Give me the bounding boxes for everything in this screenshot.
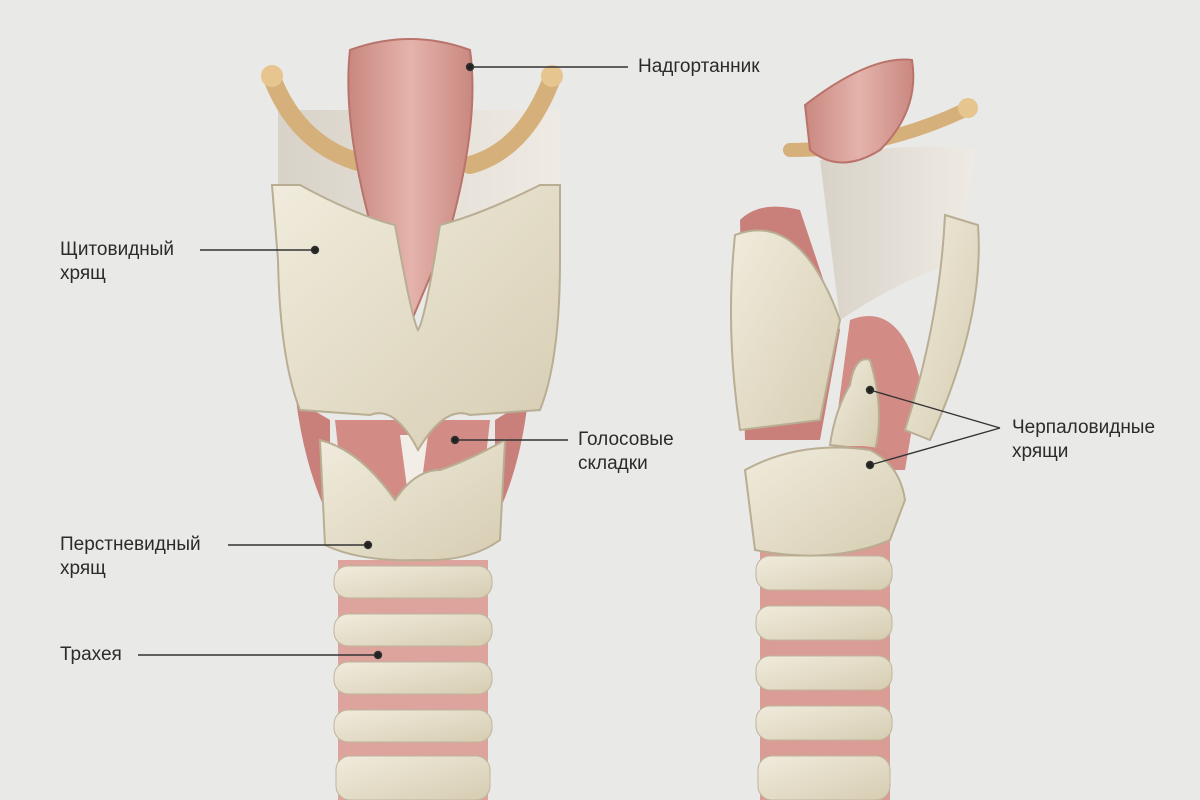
cricoid-cartilage <box>318 438 507 562</box>
label-trachea: Трахея <box>60 644 122 665</box>
leader-arytenoid-lower-dot <box>865 460 875 470</box>
label-arytenoid-cartilages: Черпаловидные хрящи <box>1012 417 1156 462</box>
arytenoid-cartilage <box>828 358 880 452</box>
label-thyroid-cartilage: Щитовидный хрящ <box>60 239 175 284</box>
leader-vocal-folds-dot <box>450 435 460 445</box>
leader-arytenoid-upper <box>869 389 1001 429</box>
leader-cricoid-dot <box>363 540 373 550</box>
label-epiglottis: Надгортанник <box>638 56 760 77</box>
label-cricoid-cartilage: Перстневидный хрящ <box>60 534 201 579</box>
left-horn <box>263 69 379 174</box>
thyroid-cartilage <box>270 184 561 453</box>
side-membrane <box>820 146 975 320</box>
leader-lines <box>138 62 1001 660</box>
right-horn <box>461 69 561 174</box>
side-trachea <box>755 540 893 800</box>
side-epiglottis <box>803 58 915 164</box>
front-trachea <box>333 560 493 800</box>
side-cricoid <box>743 446 907 557</box>
label-vocal-folds: Голосовые складки <box>578 429 674 474</box>
leader-arytenoid-lower <box>869 427 1001 466</box>
front-view <box>261 38 563 800</box>
leader-epiglottis-dot <box>465 62 475 72</box>
side-posterior-frame <box>903 213 980 442</box>
leader-trachea-dot <box>373 650 383 660</box>
side-thyroid-plate <box>730 229 842 432</box>
side-horn-tip <box>958 98 978 118</box>
leader-arytenoid-upper-dot <box>865 385 875 395</box>
right-horn-tip <box>541 65 563 87</box>
side-view <box>730 58 980 800</box>
leader-thyroid-dot <box>310 245 320 255</box>
left-horn-tip <box>261 65 283 87</box>
